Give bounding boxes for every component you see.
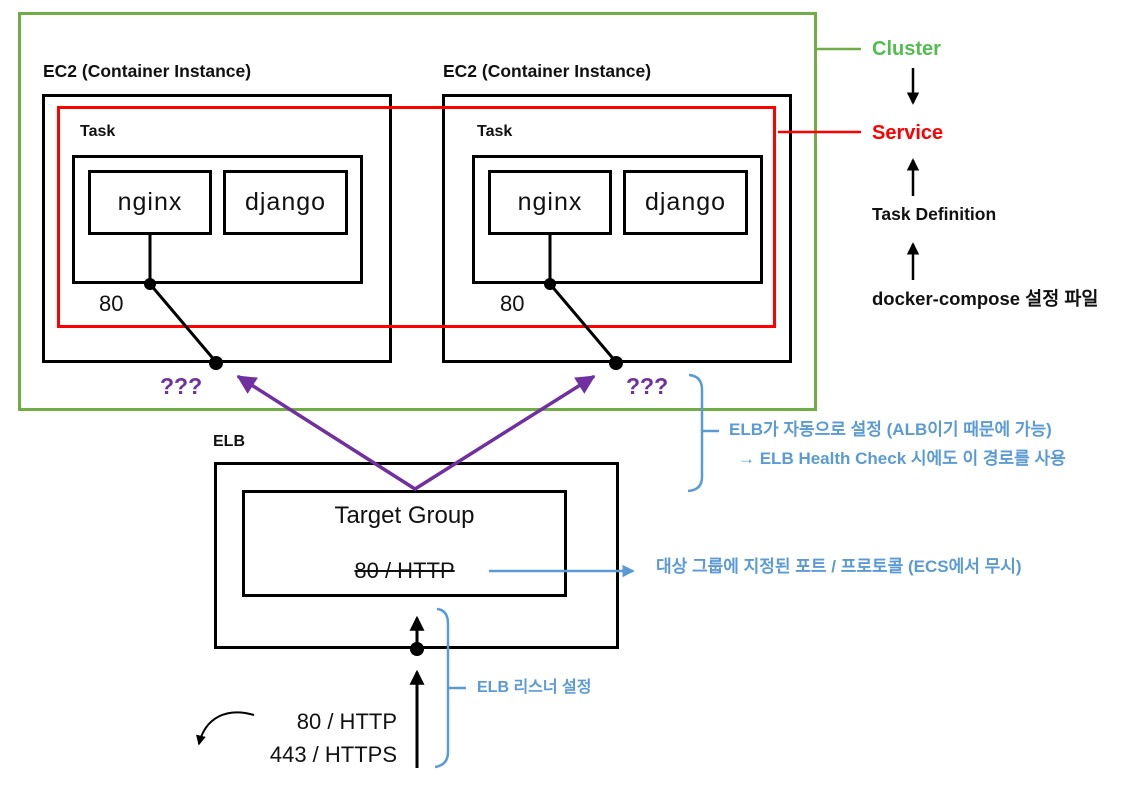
task-1-container-box (72, 155, 363, 284)
task-2-container-box (472, 155, 763, 284)
host-port-2: ??? (626, 373, 669, 399)
django-2-label: django (644, 188, 727, 216)
container-port-2: 80 (500, 291, 525, 316)
annotation-listener-note: ELB 리스너 설정 (477, 679, 592, 696)
target-group-port: 80 / HTTP (354, 558, 455, 583)
django-container-1: django (223, 170, 348, 235)
target-group-box (242, 490, 567, 597)
listener-http: 80 / HTTP (296, 709, 397, 734)
django-container-2: django (623, 170, 748, 235)
task-2-label: Task (477, 123, 513, 140)
target-group-title: Target Group (334, 502, 475, 529)
django-1-label: django (244, 188, 327, 216)
nginx-1-label: nginx (117, 188, 183, 216)
legend-docker-compose: docker-compose 설정 파일 (872, 288, 1099, 309)
annotation-health-check: → ELB Health Check 시에도 이 경로를 사용 (738, 449, 1066, 468)
host-port-1: ??? (160, 373, 203, 399)
legend-task-definition: Task Definition (872, 204, 997, 224)
legend-cluster: Cluster (872, 38, 941, 60)
annotation-auto-config: ELB가 자동으로 설정 (ALB이기 때문에 가능) (729, 420, 1052, 439)
listener-https: 443 / HTTPS (269, 742, 397, 767)
elb-label: ELB (213, 433, 245, 450)
ec2-instance-1-title: EC2 (Container Instance) (43, 61, 252, 81)
task-1-label: Task (80, 123, 116, 140)
service-boundary (57, 106, 776, 328)
annotation-target-group-note: 대상 그룹에 지정된 포트 / 프로토콜 (ECS에서 무시) (656, 557, 1022, 576)
container-port-1: 80 (99, 291, 124, 316)
legend-service: Service (872, 122, 944, 144)
nginx-2-label: nginx (517, 188, 583, 216)
ec2-instance-2-title: EC2 (Container Instance) (443, 61, 652, 81)
